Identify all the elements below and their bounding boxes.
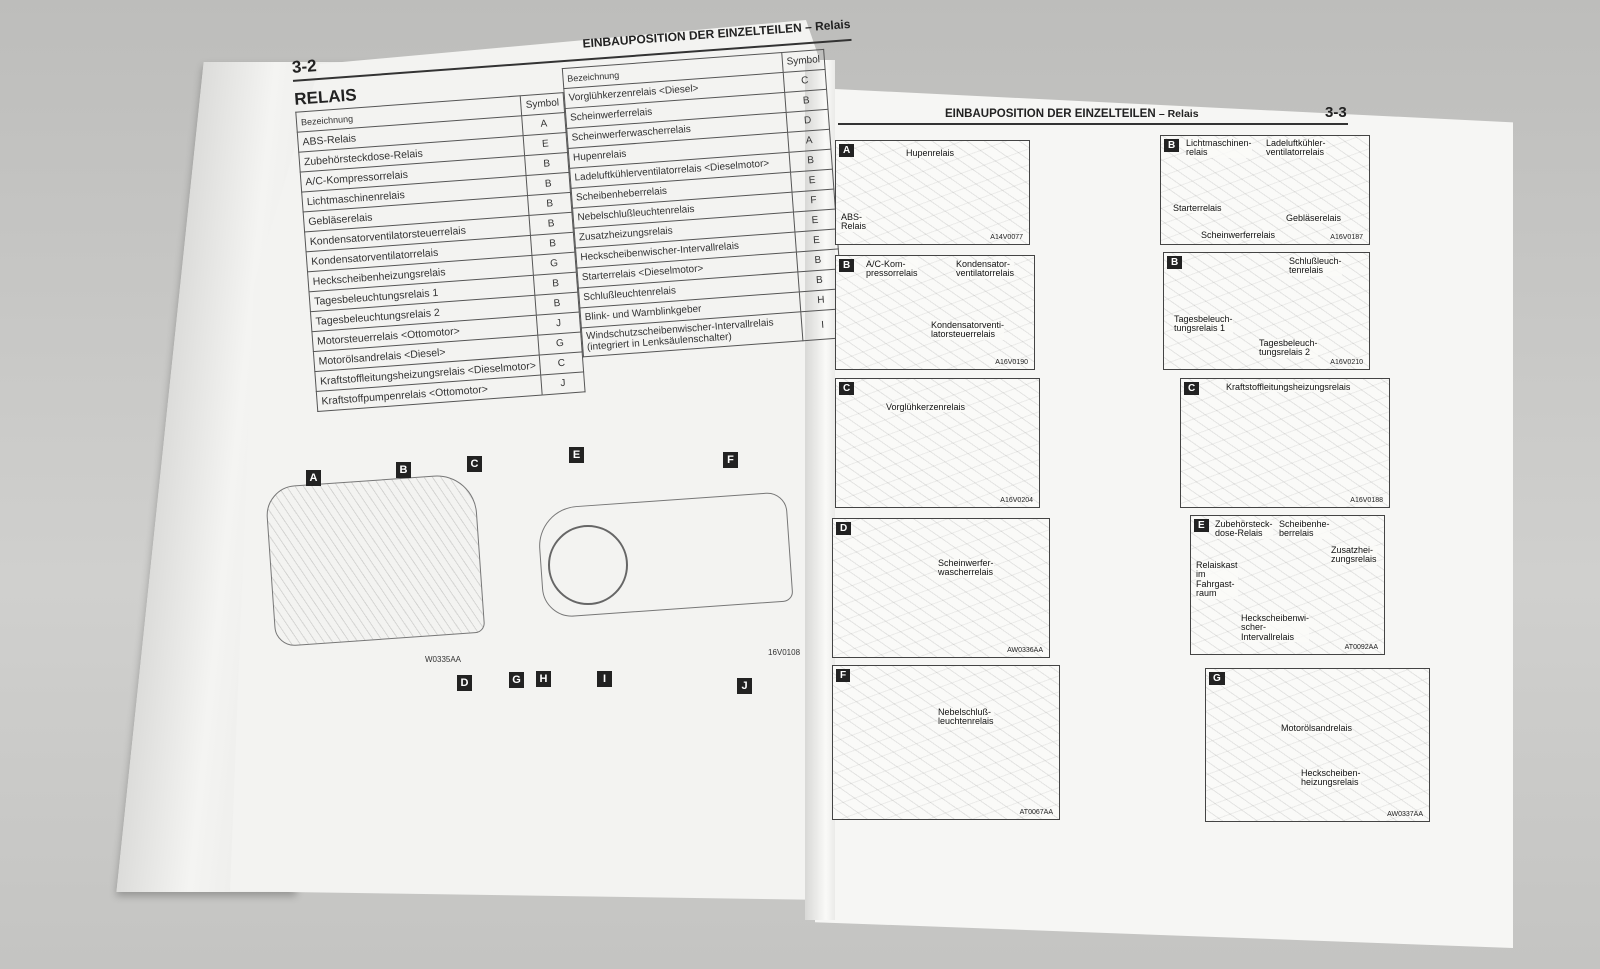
left-page-content: 3-2 EINBAUPOSITION DER EINZELTEILEN – Re… <box>290 0 876 412</box>
page-number: 3-3 <box>1325 104 1347 121</box>
callout-label: Tagesbeleuch-tungsrelais 1 <box>1174 314 1233 334</box>
illustration <box>833 519 1049 657</box>
callout-label: Zubehörsteck-dose-Relais <box>1215 519 1273 539</box>
relay-location-panel: B Lichtmaschinen-relais Ladeluftkühler-ven… <box>1160 135 1370 245</box>
callout-label: Starterrelais <box>1173 203 1222 214</box>
engine-bay-drawing <box>264 472 486 648</box>
relay-location-panel: B A/C-Kom-pressorrelais Kondensator-ventil… <box>835 255 1035 370</box>
figure-code: AT0067AA <box>1019 809 1053 816</box>
panel-badge: B <box>1164 139 1180 152</box>
callout-label: Relaiskast im Fahrgast-raum <box>1196 560 1238 599</box>
panel-badge: C <box>1184 382 1200 395</box>
figure-code: A16V0190 <box>995 359 1028 366</box>
location-marker-i: I <box>597 671 612 687</box>
callout-label: Kondensator-ventilatorrelais <box>956 259 1015 279</box>
location-marker-b: B <box>396 462 411 478</box>
illustration <box>833 666 1059 819</box>
callout-label: ABS-Relais <box>841 212 867 232</box>
illustration <box>1206 669 1429 821</box>
relay-location-panel: E Zubehörsteck-dose-Relais Scheibenhe-berr… <box>1190 515 1385 655</box>
callout-label: Heckscheibenwi-scher-Intervallrelais <box>1241 613 1310 643</box>
location-marker-f: F <box>723 452 738 468</box>
right-header: EINBAUPOSITION DER EINZELTEILEN – Relais <box>945 108 1199 120</box>
panel-badge: D <box>836 522 852 535</box>
location-marker-a: A <box>306 470 321 486</box>
header-title: EINBAUPOSITION DER EINZELTEILEN <box>945 108 1156 120</box>
panel-badge: C <box>839 382 855 395</box>
callout-label: Hupenrelais <box>906 148 955 159</box>
illustration <box>836 379 1039 507</box>
figure-code: A16V0187 <box>1330 234 1363 241</box>
figure-code: A16V0204 <box>1000 497 1033 504</box>
location-marker-d: D <box>457 675 472 691</box>
steering-wheel-drawing <box>548 525 628 605</box>
figure-code: A16V0188 <box>1350 497 1383 504</box>
callout-label: Heckscheiben-heizungsrelais <box>1301 768 1361 788</box>
callout-label: Scheinwerferrelais <box>1201 230 1276 241</box>
panel-badge: G <box>1209 672 1225 685</box>
page-number: 3-2 <box>291 56 318 77</box>
location-marker-j: J <box>737 678 752 694</box>
location-marker-g: G <box>509 672 524 688</box>
location-marker-h: H <box>536 671 551 687</box>
figure-code: A14V0077 <box>990 234 1023 241</box>
header-subtitle: – Relais <box>1158 108 1199 120</box>
callout-label: Scheinwerfer-wascherrelais <box>938 558 994 578</box>
book-gutter <box>805 60 835 920</box>
illustration <box>1181 379 1389 507</box>
panel-badge: F <box>836 669 851 682</box>
callout-label: A/C-Kom-pressorrelais <box>866 259 918 279</box>
callout-label: Schlußleuch-tenrelais <box>1289 256 1342 276</box>
diagram-code: W0335AA <box>425 655 462 664</box>
figure-code: AW0336AA <box>1007 647 1043 654</box>
relay-symbol: J <box>541 371 585 395</box>
callout-label: Nebelschluß-leuchtenrelais <box>938 707 994 727</box>
callout-label: Kondensatorventi-latorsteuerrelais <box>931 320 1005 340</box>
callout-label: Kraftstoffleitungsheizungsrelais <box>1226 382 1351 393</box>
location-marker-c: C <box>467 456 482 472</box>
figure-code: A16V0210 <box>1330 359 1363 366</box>
panel-badge: B <box>1167 256 1183 269</box>
panel-badge: A <box>839 144 855 157</box>
location-marker-e: E <box>569 447 584 463</box>
figure-code: AT0092AA <box>1344 644 1378 651</box>
callout-label: Vorglühkerzenrelais <box>886 402 966 413</box>
callout-label: Zusatzhei-zungsrelais <box>1331 545 1377 565</box>
figure-code: AW0337AA <box>1387 811 1423 818</box>
callout-label: Lichtmaschinen-relais <box>1186 138 1252 158</box>
panel-badge: E <box>1194 519 1209 532</box>
diagram-code: 16V0108 <box>768 648 801 657</box>
callout-label: Tagesbeleuch-tungsrelais 2 <box>1259 338 1318 358</box>
header-rule <box>838 123 1348 125</box>
callout-label: Motorölsandrelais <box>1281 723 1353 734</box>
callout-label: Ladeluftkühler-ventilatorrelais <box>1266 138 1326 158</box>
panel-badge: B <box>839 259 855 272</box>
callout-label: Gebläserelais <box>1286 213 1342 224</box>
callout-label: Scheibenhe-berrelais <box>1279 519 1330 539</box>
